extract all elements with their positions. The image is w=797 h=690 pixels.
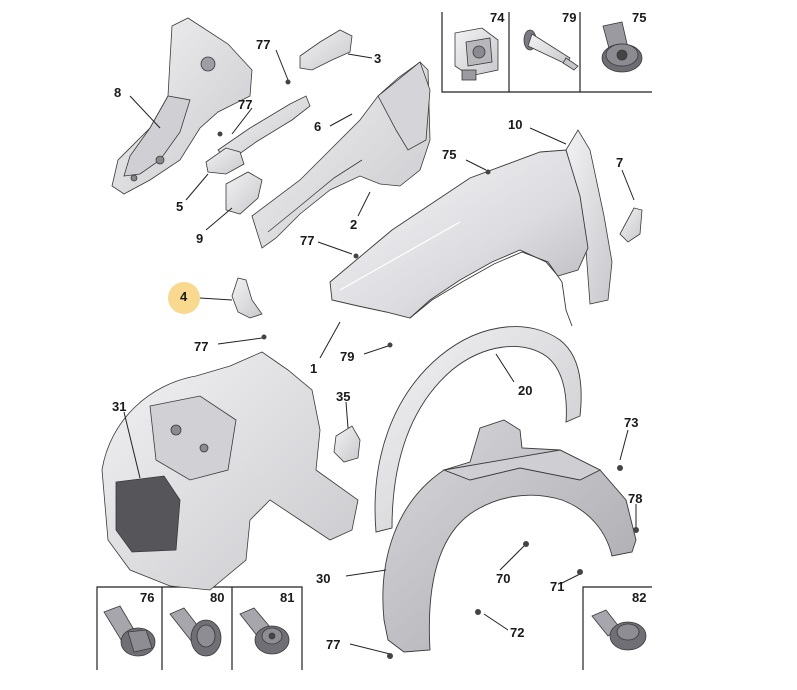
leader-lines bbox=[123, 49, 637, 655]
callout-20: 20 bbox=[518, 383, 533, 398]
shoulder-bolt-icon bbox=[169, 607, 222, 657]
part-31-inner-structure bbox=[101, 351, 359, 591]
callout-77: 77 bbox=[238, 97, 253, 112]
callout-35: 35 bbox=[336, 389, 351, 404]
callout-7: 7 bbox=[616, 155, 624, 170]
torx-bolt-icon bbox=[239, 607, 290, 655]
part-2-apron bbox=[251, 61, 431, 249]
fastener-box-top bbox=[441, 12, 652, 93]
box-label-76: 76 bbox=[140, 590, 155, 605]
flange-screw-icon bbox=[601, 21, 643, 73]
captive-bolt-icon bbox=[591, 609, 647, 651]
box-label-74: 74 bbox=[490, 10, 505, 25]
clip-nut-icon bbox=[454, 27, 499, 81]
box-label-81: 81 bbox=[280, 590, 295, 605]
part-1-fender bbox=[329, 149, 589, 327]
box-label-75: 75 bbox=[632, 10, 647, 25]
callout-2: 2 bbox=[350, 217, 358, 232]
fastener-box-bottom-right bbox=[582, 586, 652, 670]
callout-31: 31 bbox=[112, 399, 127, 414]
part-9-bracket bbox=[225, 171, 263, 215]
callout-6: 6 bbox=[314, 119, 322, 134]
part-5-bracket bbox=[205, 147, 245, 175]
part-7-bracket bbox=[619, 207, 643, 243]
part-4-bracket bbox=[231, 277, 263, 319]
callout-5: 5 bbox=[176, 199, 184, 214]
callout-71: 71 bbox=[550, 579, 565, 594]
screw-markers bbox=[217, 79, 639, 659]
box-label-80: 80 bbox=[210, 590, 225, 605]
callout-77: 77 bbox=[256, 37, 271, 52]
callout-4-highlight bbox=[168, 282, 200, 314]
callout-1: 1 bbox=[310, 361, 318, 376]
callout-77: 77 bbox=[326, 637, 341, 652]
callout-75: 75 bbox=[442, 147, 457, 162]
part-20-arch-trim bbox=[374, 326, 582, 533]
box-label-82: 82 bbox=[632, 590, 647, 605]
callout-70: 70 bbox=[496, 571, 511, 586]
box-label-79: 79 bbox=[562, 10, 577, 25]
callout-9: 9 bbox=[196, 231, 204, 246]
push-rivet-icon bbox=[523, 29, 579, 71]
callout-79: 79 bbox=[340, 349, 355, 364]
callout-77: 77 bbox=[194, 339, 209, 354]
callout-73: 73 bbox=[624, 415, 639, 430]
flange-bolt-icon bbox=[103, 605, 156, 657]
part-30-wheel-arch-liner bbox=[382, 419, 637, 653]
callout-3: 3 bbox=[374, 51, 382, 66]
callout-77: 77 bbox=[300, 233, 315, 248]
part-8-front-bracket bbox=[111, 17, 253, 195]
callout-78: 78 bbox=[628, 491, 643, 506]
callout-72: 72 bbox=[510, 625, 525, 640]
part-3-bracket bbox=[299, 29, 353, 71]
callout-4: 4 bbox=[180, 289, 188, 304]
callout-10: 10 bbox=[508, 117, 523, 132]
callout-30: 30 bbox=[316, 571, 331, 586]
callout-8: 8 bbox=[114, 85, 122, 100]
part-35-bracket bbox=[333, 425, 361, 463]
